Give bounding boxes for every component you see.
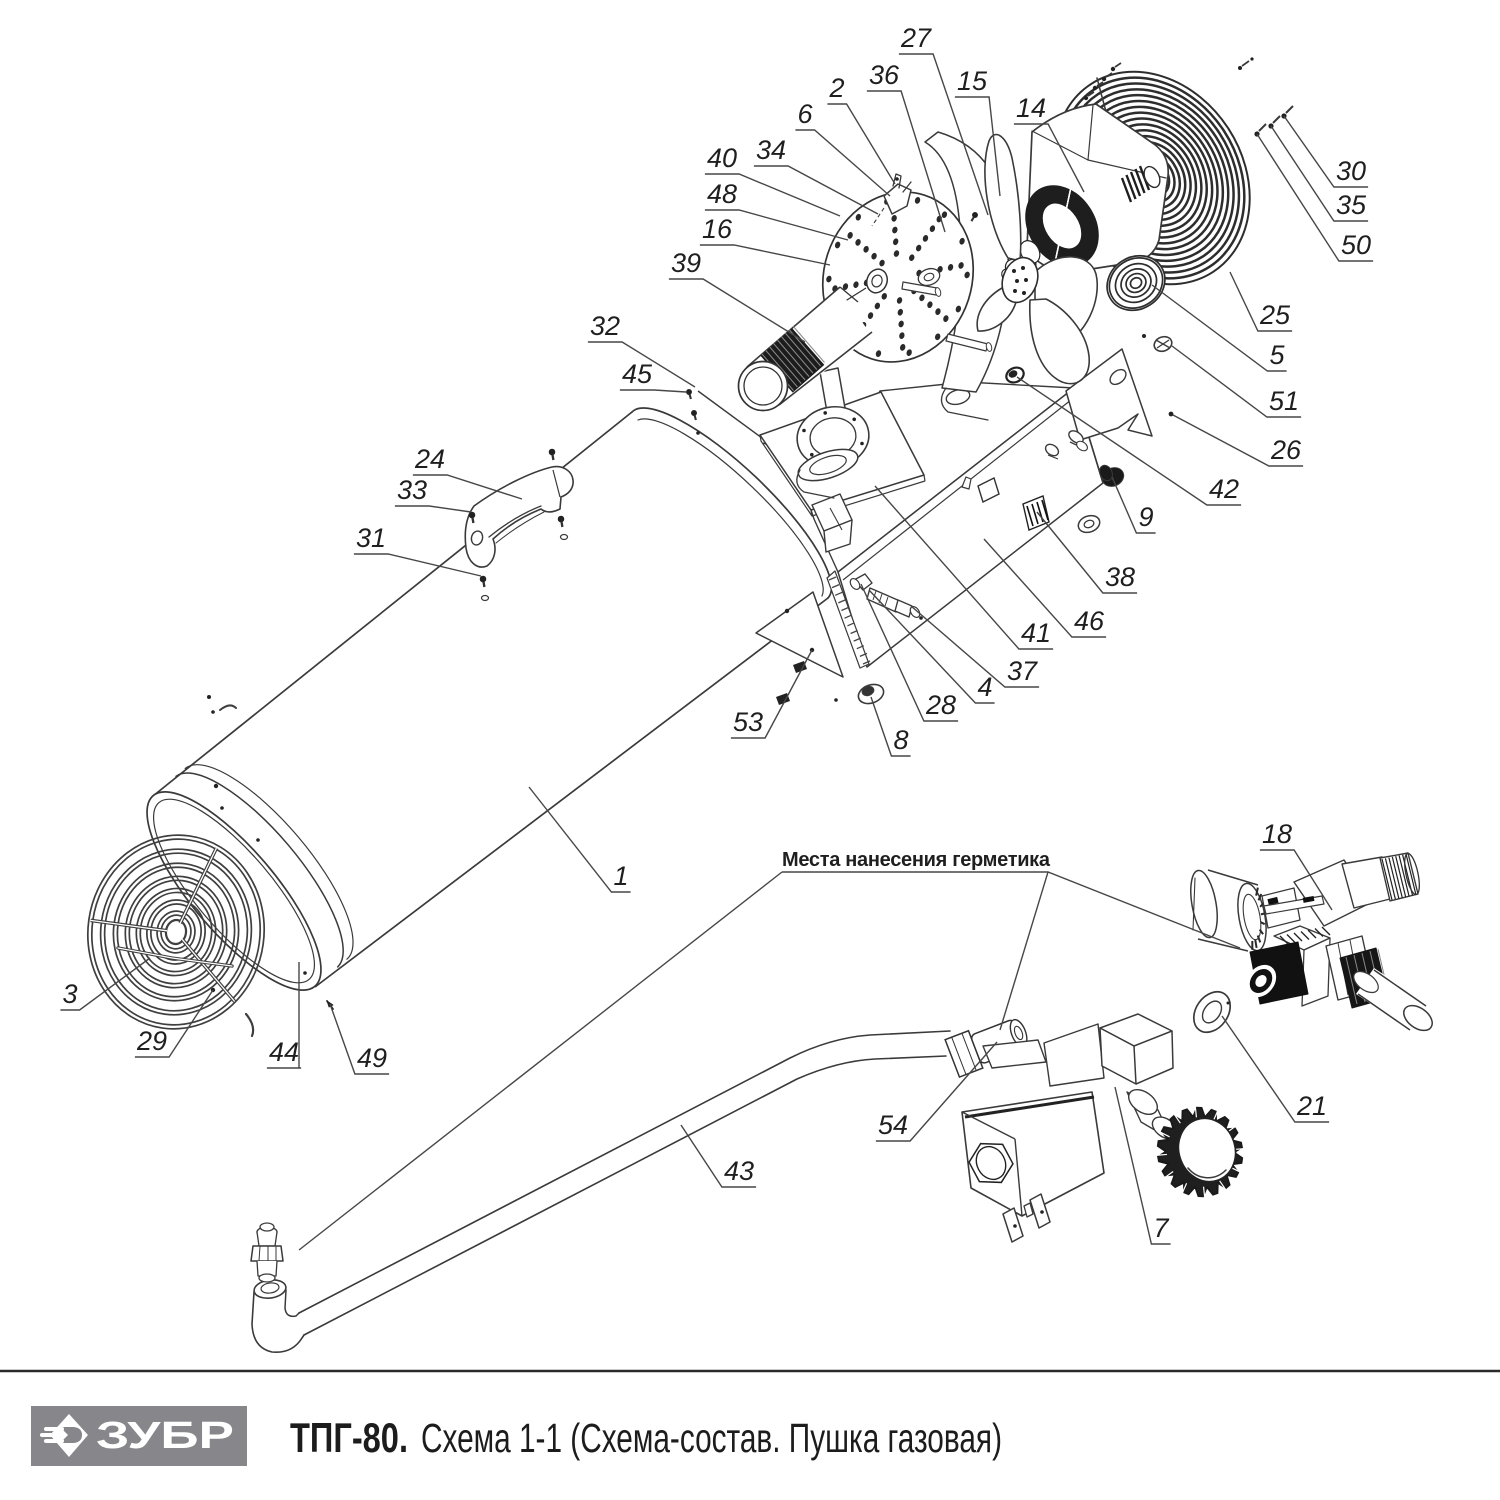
svg-text:2: 2	[828, 73, 844, 103]
svg-text:35: 35	[1336, 190, 1367, 220]
svg-text:48: 48	[707, 179, 737, 209]
svg-text:40: 40	[707, 143, 737, 173]
svg-text:1: 1	[613, 861, 628, 891]
svg-text:30: 30	[1336, 156, 1366, 186]
svg-text:51: 51	[1269, 386, 1299, 416]
svg-text:6: 6	[797, 99, 813, 129]
svg-text:9: 9	[1138, 502, 1153, 532]
svg-text:36: 36	[869, 60, 900, 90]
svg-text:Схема 1-1 (Схема-состав. Пушка: Схема 1-1 (Схема-состав. Пушка газовая)	[421, 1415, 1002, 1461]
svg-text:25: 25	[1259, 300, 1291, 330]
svg-text:Места нанесения герметика: Места нанесения герметика	[782, 849, 1051, 871]
svg-text:21: 21	[1296, 1091, 1327, 1121]
svg-text:ЗУБР: ЗУБР	[96, 1415, 234, 1457]
svg-text:24: 24	[414, 444, 445, 474]
svg-text:31: 31	[356, 523, 386, 553]
svg-text:4: 4	[977, 672, 992, 702]
svg-text:34: 34	[756, 135, 786, 165]
svg-text:46: 46	[1074, 606, 1105, 636]
svg-text:7: 7	[1153, 1213, 1169, 1243]
svg-text:44: 44	[269, 1037, 299, 1067]
svg-text:26: 26	[1270, 435, 1302, 465]
svg-text:5: 5	[1269, 340, 1285, 370]
svg-text:32: 32	[590, 311, 620, 341]
svg-text:42: 42	[1209, 474, 1239, 504]
svg-text:50: 50	[1341, 230, 1371, 260]
svg-text:43: 43	[724, 1156, 754, 1186]
svg-text:41: 41	[1021, 618, 1051, 648]
svg-text:18: 18	[1262, 819, 1292, 849]
svg-text:29: 29	[136, 1026, 167, 1056]
svg-text:33: 33	[397, 475, 427, 505]
svg-text:28: 28	[925, 690, 956, 720]
svg-text:16: 16	[702, 214, 733, 244]
svg-text:38: 38	[1105, 562, 1135, 592]
svg-text:39: 39	[671, 248, 701, 278]
svg-text:45: 45	[622, 359, 653, 389]
svg-text:15: 15	[957, 66, 988, 96]
svg-text:3: 3	[62, 979, 77, 1009]
svg-text:37: 37	[1007, 656, 1038, 686]
svg-text:27: 27	[900, 23, 932, 53]
svg-text:ТПГ-80.: ТПГ-80.	[290, 1414, 408, 1461]
svg-text:14: 14	[1016, 93, 1046, 123]
svg-text:49: 49	[357, 1043, 387, 1073]
svg-text:8: 8	[893, 725, 908, 755]
svg-text:53: 53	[733, 707, 763, 737]
svg-text:54: 54	[878, 1110, 908, 1140]
